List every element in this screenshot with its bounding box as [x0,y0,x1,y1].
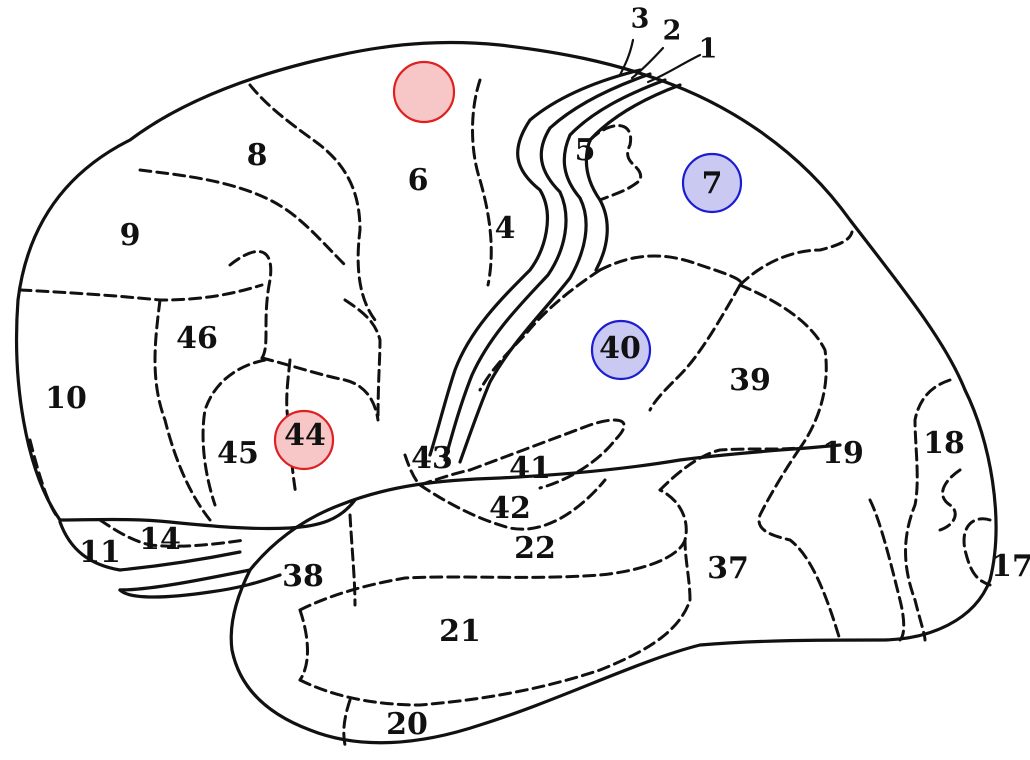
area-label-38: 38 [282,559,324,594]
central-sulcus-line-3 [458,78,667,464]
area-label-9: 9 [120,218,141,253]
area-label-21: 21 [439,614,481,649]
area-label-42: 42 [489,491,531,526]
boundary-8-6 [248,83,377,322]
boundary-9-10 [18,283,264,302]
area-label-17: 17 [991,549,1030,584]
boundary-18-17 [962,517,992,587]
area-label-11: 11 [79,535,121,570]
area-label-6: 6 [408,163,429,198]
area-1-leader [646,53,702,84]
area-label-5: 5 [575,133,596,168]
boundary-18-inner [938,468,962,532]
area-label-8: 8 [247,138,268,173]
boundary-5-7 [588,124,643,202]
boundary-11-14 [98,518,247,548]
orbital-lower-outline [118,573,282,599]
area-label-19: 19 [822,436,864,471]
area-label-43: 43 [411,441,453,476]
area-label-18: 18 [923,426,965,461]
area-label-7: 7 [702,166,723,201]
area-label-2: 2 [663,16,682,47]
frontal-orbital-outline [58,498,357,531]
area-label-46: 46 [176,321,218,356]
highlight-marker-area-7 [681,152,743,214]
boundary-22-37 [658,446,802,492]
orbital-inner-contour [58,520,242,572]
area-label-22: 22 [514,531,556,566]
central-sulcus-line-1 [428,68,642,457]
boundary-44-upper [260,356,380,422]
boundary-46-curve [228,250,273,360]
area-label-20: 20 [386,707,428,742]
boundary-21-38 [298,608,309,682]
highlight-marker-area-40 [590,319,652,381]
area-label-39: 39 [729,363,771,398]
boundary-37-lower [868,498,906,642]
area-label-45: 45 [217,436,259,471]
boundary-42-22 [418,478,607,531]
boundary-6-4 [471,78,493,287]
boundary-38-22 [348,513,357,607]
boundary-7-lateral [738,230,854,287]
boundary-21-20 [298,538,692,707]
boundary-8-9 [138,168,347,267]
boundary-40-39 [648,283,742,412]
area-label-4: 4 [495,211,516,246]
area-label-40: 40 [599,331,641,366]
boundary-19-18 [904,378,952,642]
boundary-22-21 [298,488,688,612]
area-label-41: 41 [509,451,551,486]
area-label-10: 10 [45,381,87,416]
boundary-19-37 [757,446,842,642]
boundary-6-ventral [343,298,382,422]
boundary-46-45 [201,358,267,507]
area-label-14: 14 [139,522,181,557]
boundary-40-lower [478,268,602,392]
area-label-1: 1 [699,34,718,65]
area-2-leader [630,46,665,80]
area-label-37: 37 [707,551,749,586]
boundary-41-42 [468,418,626,490]
temporal-lobe-outline [248,443,842,572]
boundary-46-upper [153,298,212,522]
area-label-3: 3 [631,4,650,35]
central-sulcus-line-2 [443,72,652,462]
boundary-43-region [403,453,472,487]
highlight-marker-area-44 [273,409,335,471]
area-label-44: 44 [284,418,326,453]
central-sulcus-line-4 [584,83,682,272]
brain-outline [15,40,998,745]
boundary-10-orbital [28,438,62,522]
highlight-marker-area-6 [392,60,456,124]
area-3-leader [618,38,635,77]
boundary-20-lower [342,698,352,747]
boundary-39-19 [738,283,828,450]
boundary-7-40 [598,254,743,287]
